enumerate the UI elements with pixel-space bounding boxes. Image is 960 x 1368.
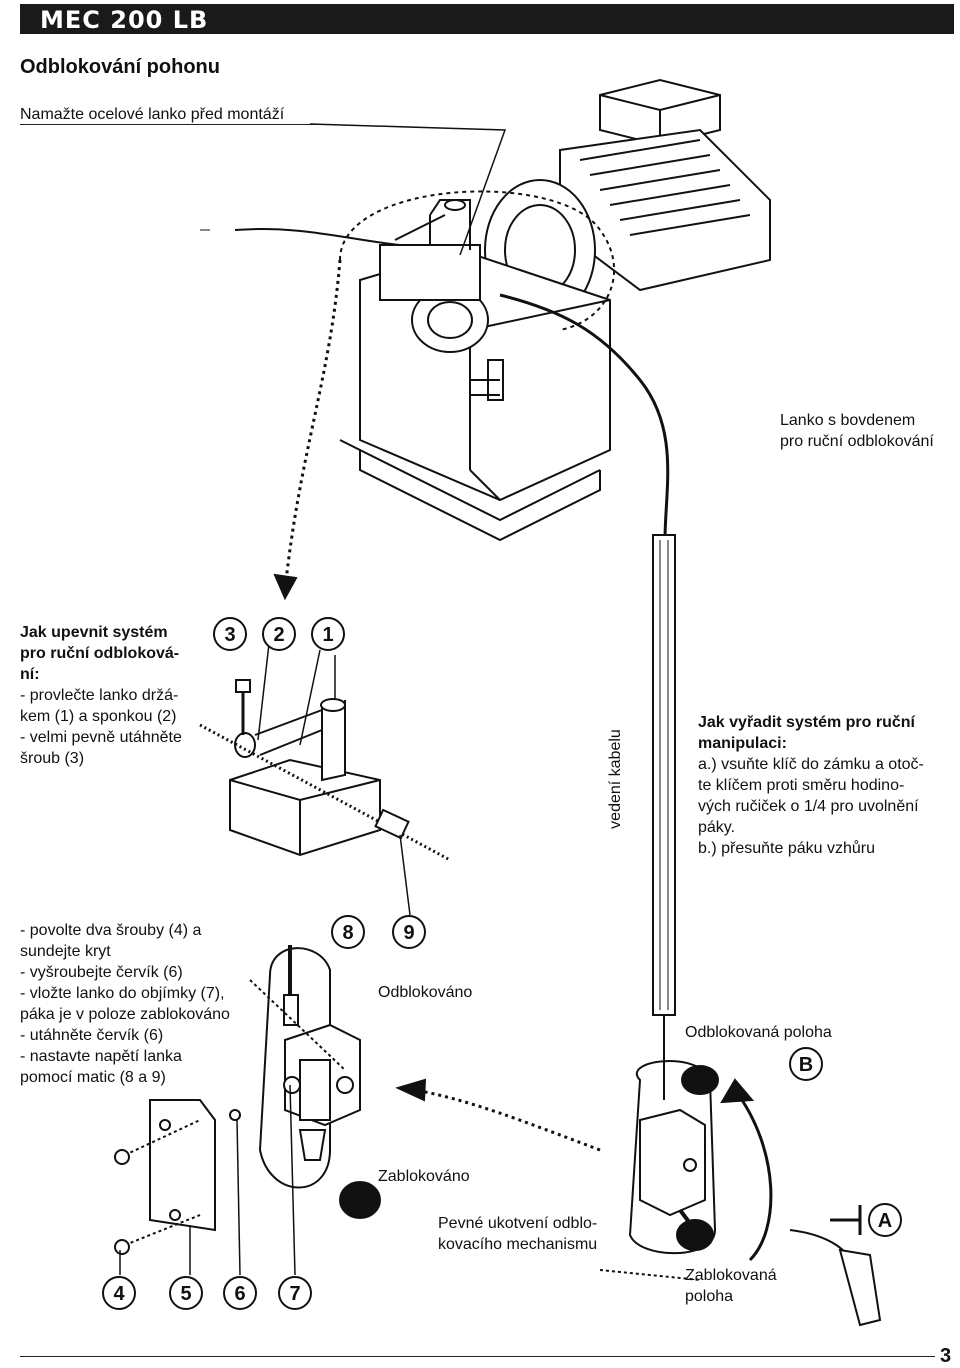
cable-guide-tube: [652, 534, 676, 1016]
callout-1: [311, 617, 345, 651]
adjust-step: páka je v poloze zablokováno: [20, 1006, 230, 1023]
manual-title-line1: Jak vyřadit systém pro ruční: [698, 714, 915, 731]
install-step: kem (1) a sponkou (2): [20, 708, 177, 725]
adjust-step: - vložte lanko do objímky (7),: [20, 985, 225, 1002]
adjust-step: - povolte dva šrouby (4) a: [20, 922, 202, 939]
install-step: - provlečte lanko držá-: [20, 687, 179, 704]
dotted-arrow-left: [414, 1088, 601, 1152]
page-number: 3: [940, 1345, 952, 1367]
callout-4: [102, 1276, 136, 1310]
callout-8: [331, 915, 365, 949]
locked-position-line2: poloha: [685, 1288, 734, 1305]
adjust-step: pomocí matic (8 a 9): [20, 1069, 166, 1086]
state-locked-label: Zablokováno: [378, 1168, 470, 1185]
manual-step: b.) přesuňte páku vzhůru: [698, 840, 875, 857]
cable-label-line2: pro ruční odblokování: [780, 433, 934, 450]
callout-8-label: 8: [342, 922, 353, 944]
state-unlocked-label: Odblokováno: [378, 984, 473, 1001]
manual-step: te klíčem proti směru hodino-: [698, 777, 905, 794]
install-title-line2: pro ruční odbloková-: [20, 645, 180, 662]
callout-3: [213, 617, 247, 651]
locked-position-line1: Zablokovaná: [685, 1267, 777, 1284]
detail-circle-top: [339, 190, 616, 331]
callout-6: [223, 1276, 257, 1310]
bowden-cable: [499, 293, 670, 541]
callout-b: [789, 1047, 823, 1081]
lever-housing-drawing: [599, 1060, 882, 1327]
install-step: šroub (3): [20, 750, 85, 767]
manual-step: páky.: [698, 819, 736, 836]
clamp-detail-drawing: [199, 634, 451, 916]
callout-3-label: 3: [224, 624, 235, 646]
adjust-step: - utáhněte červík (6): [20, 1027, 164, 1044]
callout-5: [169, 1276, 203, 1310]
top-label: Namažte ocelové lanko před montáží: [20, 106, 285, 123]
callout-a: [868, 1203, 902, 1237]
release-mechanism-drawing: [114, 945, 381, 1276]
adjust-step: sundejte kryt: [20, 943, 111, 960]
dotted-arrow-down: [283, 259, 342, 591]
header-title: MEC 200 LB: [40, 6, 209, 34]
fixed-anchor-line2: kovacího mechanismu: [438, 1236, 598, 1253]
adjust-step: - nastavte napětí lanka: [20, 1048, 182, 1065]
fixed-anchor-line1: Pevné ukotvení odblo-: [438, 1215, 598, 1232]
header-bar: MEC 200 LB: [20, 4, 954, 34]
install-title-line3: ní:: [20, 666, 40, 683]
top-label-underline: [20, 124, 316, 125]
callout-9: [392, 915, 426, 949]
section-title: Odblokování pohonu: [20, 56, 220, 78]
callout-5-label: 5: [180, 1283, 191, 1305]
manual-title-line2: manipulaci:: [698, 735, 787, 752]
callout-6-label: 6: [234, 1283, 245, 1305]
callout-2: [262, 617, 296, 651]
callout-b-label: B: [799, 1054, 813, 1076]
unlocked-position-label: Odblokovaná poloha: [685, 1024, 832, 1041]
callout-4-label: 4: [113, 1283, 125, 1305]
install-title-line1: Jak upevnit systém: [20, 624, 168, 641]
manual-step: a.) vsuňte klíč do zámku a otoč-: [698, 756, 924, 773]
callout-7: [278, 1276, 312, 1310]
callout-7-label: 7: [289, 1283, 300, 1305]
cable-label-line1: Lanko s bovdenem: [780, 412, 916, 429]
manual-step: vých ručiček o 1/4 pro uvolnění: [698, 798, 919, 815]
footer-rule: [20, 1356, 935, 1357]
callout-9-label: 9: [403, 922, 414, 944]
callout-2-label: 2: [273, 624, 284, 646]
callout-a-label: A: [878, 1210, 892, 1232]
adjust-step: - vyšroubejte červík (6): [20, 964, 183, 981]
motor-unit-drawing: [339, 78, 771, 542]
callout-1-label: 1: [322, 624, 333, 646]
install-step: - velmi pevně utáhněte: [20, 729, 182, 746]
